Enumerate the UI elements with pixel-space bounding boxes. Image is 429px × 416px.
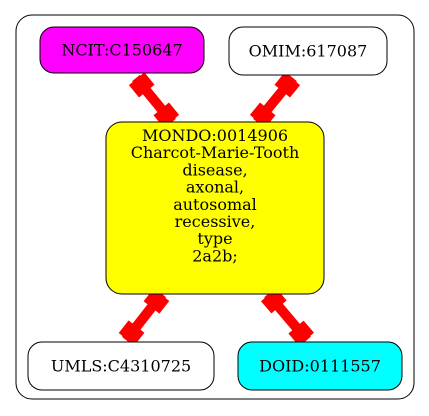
- node-ncit[interactable]: NCIT:C150647: [39, 26, 205, 74]
- node-label: DOID:0111557: [259, 357, 381, 376]
- node-omim[interactable]: OMIM:617087: [228, 26, 388, 76]
- node-label: 2a2b;: [192, 246, 238, 265]
- node-umls[interactable]: UMLS:C4310725: [27, 341, 215, 391]
- node-box: [228, 26, 388, 76]
- node-label: OMIM:617087: [249, 42, 368, 61]
- edge-omim: [249, 72, 301, 128]
- edge-end-marker: [143, 288, 170, 314]
- node-box: [27, 341, 215, 391]
- edge-start-marker: [249, 102, 276, 128]
- node-center[interactable]: MONDO:0014906Charcot-Marie-Toothdisease,…: [105, 121, 325, 295]
- node-label: recessive,: [175, 212, 256, 231]
- edge-start-marker: [288, 320, 314, 346]
- edge-end-marker: [128, 72, 155, 98]
- node-label: disease,: [182, 160, 247, 179]
- node-doid[interactable]: DOID:0111557: [237, 341, 403, 391]
- edge-umls: [118, 288, 170, 346]
- node-label: MONDO:0014906: [142, 126, 288, 145]
- node-label: autosomal: [173, 195, 257, 214]
- edges-layer: [118, 72, 314, 346]
- node-box: [237, 341, 403, 391]
- cluster-boundary: [15, 14, 415, 400]
- edge-end-marker: [274, 72, 301, 98]
- node-label: Charcot-Marie-Tooth: [131, 143, 300, 162]
- node-label: type: [197, 229, 232, 248]
- node-box: [105, 121, 325, 295]
- edge-start-marker: [153, 102, 180, 128]
- nodes-layer: MONDO:0014906Charcot-Marie-Toothdisease,…: [27, 26, 403, 391]
- node-box: [39, 26, 205, 74]
- edge-ncit: [128, 72, 180, 128]
- edge-end-marker: [261, 288, 287, 314]
- node-label: NCIT:C150647: [61, 41, 182, 60]
- edge-start-marker: [118, 320, 145, 346]
- node-label: UMLS:C4310725: [51, 357, 191, 376]
- node-label: axonal,: [186, 178, 244, 197]
- edge-doid: [261, 288, 314, 346]
